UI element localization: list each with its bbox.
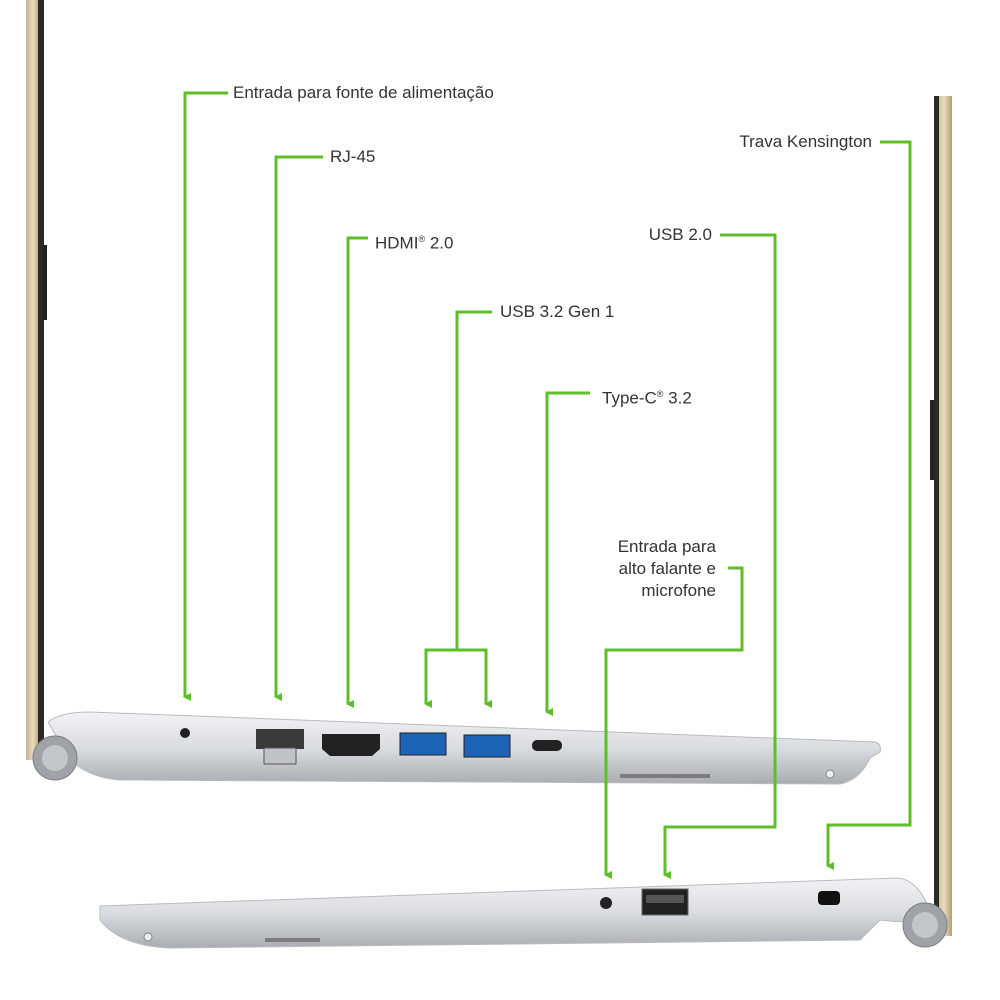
power-leader — [183, 91, 228, 701]
hdmi-name: HDMI — [375, 233, 419, 253]
kensington-leader — [826, 140, 912, 870]
left-side-laptop-body — [32, 711, 881, 785]
typec-label: Type-C® 3.2 — [602, 383, 692, 410]
hdmi-version: 2.0 — [425, 233, 454, 253]
rj45-label: RJ-45 — [330, 147, 376, 166]
typec-leader — [545, 391, 590, 716]
usb32-port-2 — [463, 734, 511, 758]
left-laptop-lid — [26, 0, 47, 760]
hdmi-leader — [346, 236, 368, 708]
typec-name: Type-C — [602, 388, 657, 408]
typec-registered: ® — [656, 389, 664, 399]
usb32-leader — [455, 310, 492, 650]
leader-lines — [183, 91, 912, 879]
rj45-leader — [274, 155, 323, 701]
typec-version: 3.2 — [663, 388, 692, 408]
rj45-port — [256, 729, 304, 749]
hdmi-label: HDMI® 2.0 — [375, 228, 453, 255]
usb32-label: USB 3.2 Gen 1 — [500, 302, 615, 321]
usb20-leader — [663, 233, 777, 879]
audio-label: Entrada para alto falante e microfone — [618, 536, 716, 602]
power-jack — [180, 728, 190, 738]
audio-label-line2: alto falante e — [618, 559, 716, 578]
power-label: Entrada para fonte de alimentação — [233, 83, 494, 102]
audio-label-line3: microfone — [641, 581, 716, 600]
audio-leader — [604, 566, 744, 879]
hdmi-port — [322, 734, 380, 756]
hdmi-registered: ® — [418, 234, 426, 244]
right-side-laptop-body — [99, 877, 948, 949]
usb32-port-1 — [399, 732, 447, 756]
audio-jack — [600, 897, 612, 909]
usb20-label: USB 2.0 — [648, 225, 712, 244]
audio-label-line1: Entrada para — [617, 537, 716, 556]
kensington-slot — [818, 891, 840, 905]
right-laptop-lid — [930, 96, 952, 936]
kensington-label: Trava Kensington — [739, 132, 872, 151]
usb32-split — [424, 648, 488, 704]
typec-port — [532, 740, 562, 751]
